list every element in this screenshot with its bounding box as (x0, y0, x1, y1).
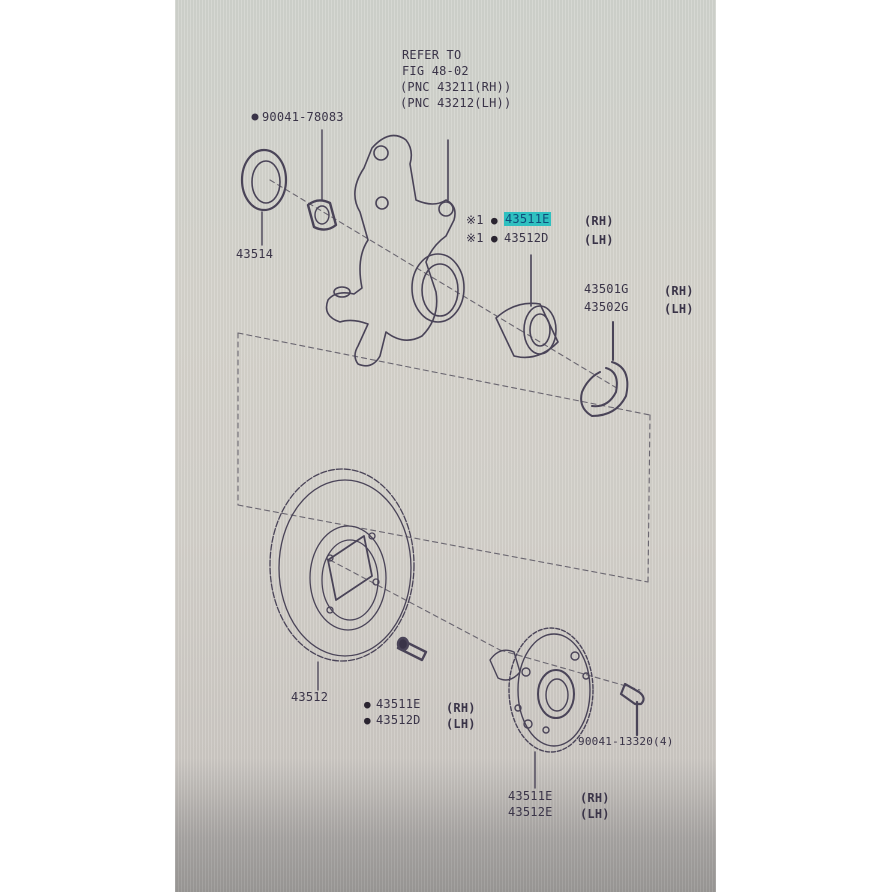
bearing-mark-rh: ※1 (466, 213, 484, 227)
rotor-bolt-icon (396, 636, 428, 662)
nut-icon (306, 129, 338, 231)
part-label-bearing-lh[interactable]: 43512D (504, 231, 549, 245)
refer-note-line1: REFER TO (402, 48, 462, 62)
refer-note-line3: (PNC 43211(RH)) (400, 80, 512, 94)
part-label-hub-lh[interactable]: 43512E (508, 805, 553, 819)
diagram-screen-photo (175, 0, 716, 892)
part-label-rotor-bolt-lh[interactable]: 43512D (376, 713, 421, 727)
side-label-rh-4: (RH) (580, 791, 610, 805)
side-label-lh-4: (LH) (580, 807, 610, 821)
rotor-bolt-bullet-lh (364, 713, 372, 728)
bearing-bullet-lh (491, 231, 499, 246)
brake-rotor-icon (269, 468, 415, 691)
side-label-lh-3: (LH) (446, 717, 476, 731)
hub-bolt-icon (619, 682, 645, 737)
part-label-hub-bolt[interactable]: 90041-13320(4) (578, 735, 674, 748)
part-label-rotor[interactable]: 43512 (291, 690, 329, 704)
part-label-dust-seal[interactable]: 43514 (236, 247, 274, 261)
part-label-rotor-bolt-rh[interactable]: 43511E (376, 697, 421, 711)
part-label-snap-ring-lh[interactable]: 43502G (584, 300, 629, 314)
side-label-lh: (LH) (584, 233, 614, 247)
rotor-bolt-bullet-rh (364, 697, 372, 712)
part-label-snap-ring-rh[interactable]: 43501G (584, 282, 629, 296)
refer-note-line2: FIG 48-02 (402, 64, 469, 78)
side-label-lh-2: (LH) (664, 302, 694, 316)
side-label-rh: (RH) (584, 214, 614, 228)
side-label-rh-2: (RH) (664, 284, 694, 298)
part-label-bolt-top[interactable]: 90041-78083 (262, 110, 344, 124)
bearing-mark-lh: ※1 (466, 231, 484, 245)
snap-ring-icon (580, 321, 629, 417)
assembly-dashed-frame (237, 179, 651, 691)
side-label-rh-3: (RH) (446, 701, 476, 715)
part-label-hub-rh[interactable]: 43511E (508, 789, 553, 803)
wheel-hub-icon (489, 627, 594, 789)
refer-note-line4: (PNC 43212(LH)) (400, 96, 512, 110)
steering-knuckle-icon (325, 134, 465, 367)
dust-seal-icon (240, 148, 288, 246)
part-label-bearing-rh-highlighted[interactable]: 43511E (504, 212, 551, 226)
wheel-bearing-icon (495, 254, 559, 359)
bearing-bullet-rh (491, 213, 499, 228)
